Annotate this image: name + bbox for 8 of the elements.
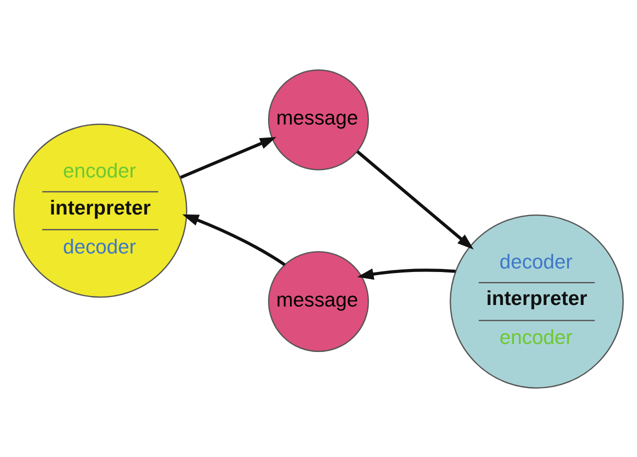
- node-circle: encoder interpreter decoder: [13, 123, 188, 298]
- node-circle: decoder interpreter encoder: [450, 214, 624, 388]
- arrow: [182, 214, 286, 266]
- arrow: [180, 136, 276, 178]
- arrow: [356, 150, 474, 249]
- node-circle: message: [268, 250, 369, 352]
- node-circle: message: [268, 68, 369, 170]
- arrow: [357, 268, 456, 280]
